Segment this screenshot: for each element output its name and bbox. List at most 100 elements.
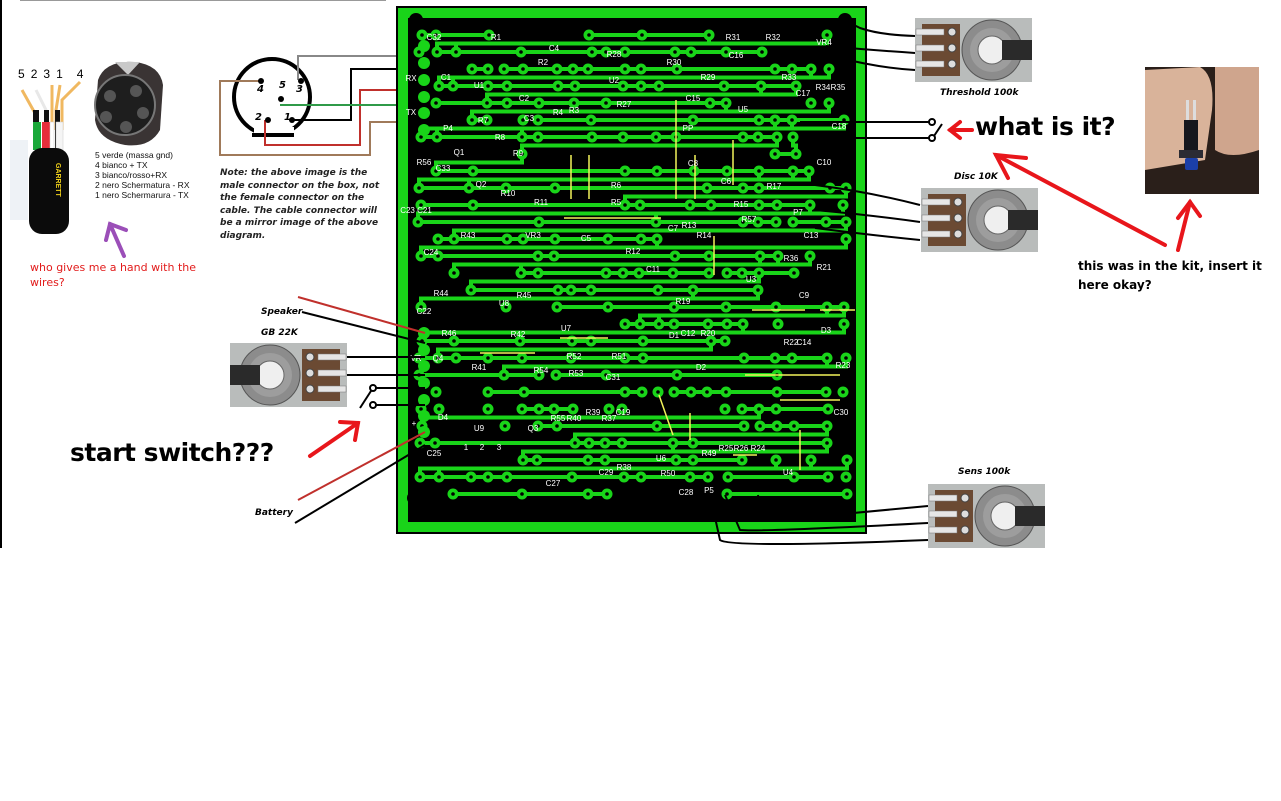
- pcb-component-label: R30: [667, 58, 682, 67]
- start-switch-symbol: [359, 384, 377, 409]
- pcb-component-label: C5: [581, 234, 592, 243]
- pcb-component-label: C3: [524, 114, 535, 123]
- pcb-component-label: R32: [766, 33, 781, 42]
- terminal-pad: [418, 57, 430, 69]
- kit-question-label: this was in the kit, insert it here okay…: [1078, 259, 1262, 292]
- sens-pot-label: Sens 100k: [958, 467, 1011, 477]
- pcb-component-label: C12: [681, 329, 696, 338]
- pcb-component-label: C13: [804, 231, 819, 240]
- din-connector-note: Note: the above image is the male connec…: [220, 168, 380, 241]
- pcb-component-label: 3: [497, 443, 502, 452]
- wire-number: 4: [76, 67, 90, 81]
- kit-photo-arrow: [1176, 198, 1202, 252]
- pcb-component-label: Q2: [476, 180, 487, 189]
- pcb-component-label: R1: [491, 33, 502, 42]
- pcb-component-label: R19: [676, 297, 691, 306]
- pcb-component-label: C29: [599, 468, 614, 477]
- pcb-component-label: C15: [686, 94, 701, 103]
- terminal-pad: [418, 377, 430, 389]
- pcb-component-label: R26: [734, 444, 749, 453]
- pcb-component-label: C2: [519, 94, 530, 103]
- pcb-component-label: R5: [611, 198, 622, 207]
- pcb-component-label: R46: [442, 329, 457, 338]
- pcb-component-label: C33: [436, 164, 451, 173]
- gb-22k-potentiometer: [230, 343, 347, 407]
- pcb-component-label: VR4: [816, 38, 832, 47]
- din-connector-diagram: [219, 55, 430, 156]
- pcb-component-label: R44: [434, 289, 449, 298]
- pcb-component-label: R43: [461, 231, 476, 240]
- pcb-component-label: R21: [817, 263, 832, 272]
- pcb-component-label: +: [412, 419, 417, 428]
- sens-100k-potentiometer: [928, 484, 1045, 548]
- what-is-it-arrow: [946, 120, 974, 140]
- pcb-component-label: D1: [669, 331, 680, 340]
- pcb-component-label: R51: [612, 352, 627, 361]
- legend-line: 4 bianco + TX: [95, 160, 148, 170]
- pcb-component-label: R37: [602, 414, 617, 423]
- start-switch-label: start switch???: [70, 438, 274, 467]
- pcb-component-label: VR3: [525, 231, 541, 240]
- gb-pot-label: GB 22K: [261, 328, 298, 338]
- din-pin-label: 2: [255, 112, 262, 123]
- pcb-component-label: C25: [427, 449, 442, 458]
- pcb-component-label: R11: [534, 198, 549, 207]
- pcb-component-label: C1: [441, 73, 452, 82]
- cable-wire-legend: 5 verde (massa gnd) 4 bianco + TX 3 bian…: [95, 150, 189, 200]
- kit-switch-photo: [1145, 67, 1259, 194]
- pcb-component-label: R23: [836, 361, 851, 370]
- pcb-component-label: C18: [832, 122, 847, 131]
- start-switch-arrow: [308, 420, 361, 458]
- pcb-component-label: R38: [617, 463, 632, 472]
- battery-label: Battery: [255, 508, 293, 518]
- cable-photo: GARRETT: [10, 80, 82, 234]
- pcb-component-label: R6: [611, 181, 622, 190]
- pcb-component-label: C27: [546, 479, 561, 488]
- pcb-component-label: U3: [746, 275, 757, 284]
- wires-help-question: who gives me a hand with the wires?: [30, 261, 197, 289]
- pcb-jumpers: [480, 100, 855, 470]
- pcb-component-label: U7: [561, 324, 572, 333]
- terminal-pad: [418, 410, 430, 422]
- pcb-component-label: Q3: [528, 424, 539, 433]
- pcb-component-label: C7: [668, 224, 679, 233]
- garrett-logo: GARRETT: [54, 163, 61, 198]
- threshold-100k-potentiometer: [915, 18, 1032, 82]
- kit-to-switch-arrow: [992, 152, 1167, 247]
- legend-line: 2 nero Schermatura - RX: [95, 180, 190, 190]
- disc-10k-potentiometer: [921, 188, 1038, 252]
- pcb-component-label: U9: [474, 424, 485, 433]
- pcb-component-label: C10: [817, 158, 832, 167]
- pcb-component-label: C28: [679, 488, 694, 497]
- pcb-jumper: [658, 394, 674, 436]
- pcb-component-label: R27: [617, 100, 632, 109]
- pcb-component-label: R35: [831, 83, 846, 92]
- pcb-component-label: R7: [478, 116, 489, 125]
- din-pin-label: 4: [257, 84, 264, 95]
- pcb-component-label: R52: [567, 352, 582, 361]
- pcb-component-label: U1: [474, 81, 485, 90]
- legend-line: 5 verde (massa gnd): [95, 150, 173, 160]
- pcb-component-label: C11: [646, 265, 661, 274]
- pcb-component-label: R34: [816, 83, 831, 92]
- pcb-component-label: R40: [567, 414, 582, 423]
- terminal-pad: [418, 40, 430, 52]
- pcb-component-label: R36: [784, 254, 799, 263]
- pcb-component-label: C19: [616, 408, 631, 417]
- wire-number: 3: [43, 67, 57, 81]
- unknown-switch-symbol[interactable]: [928, 118, 943, 142]
- pcb-component-label: R4: [553, 108, 564, 117]
- pcb-component-label: 1: [464, 443, 469, 452]
- pcb-component-label: R10: [501, 189, 516, 198]
- legend-line: 3 bianco/rosso+RX: [95, 170, 168, 180]
- pcb-component-label: C17: [796, 89, 811, 98]
- pcb-component-label: C4: [549, 44, 560, 53]
- arrows: [104, 120, 1202, 458]
- pcb-component-label: C8: [688, 159, 699, 168]
- pcb-component-label: R42: [511, 330, 526, 339]
- pcb-component-label: R2: [538, 58, 549, 67]
- pcb-component-label: C31: [606, 373, 621, 382]
- threshold-pot-label: Threshold 100k: [940, 88, 1019, 98]
